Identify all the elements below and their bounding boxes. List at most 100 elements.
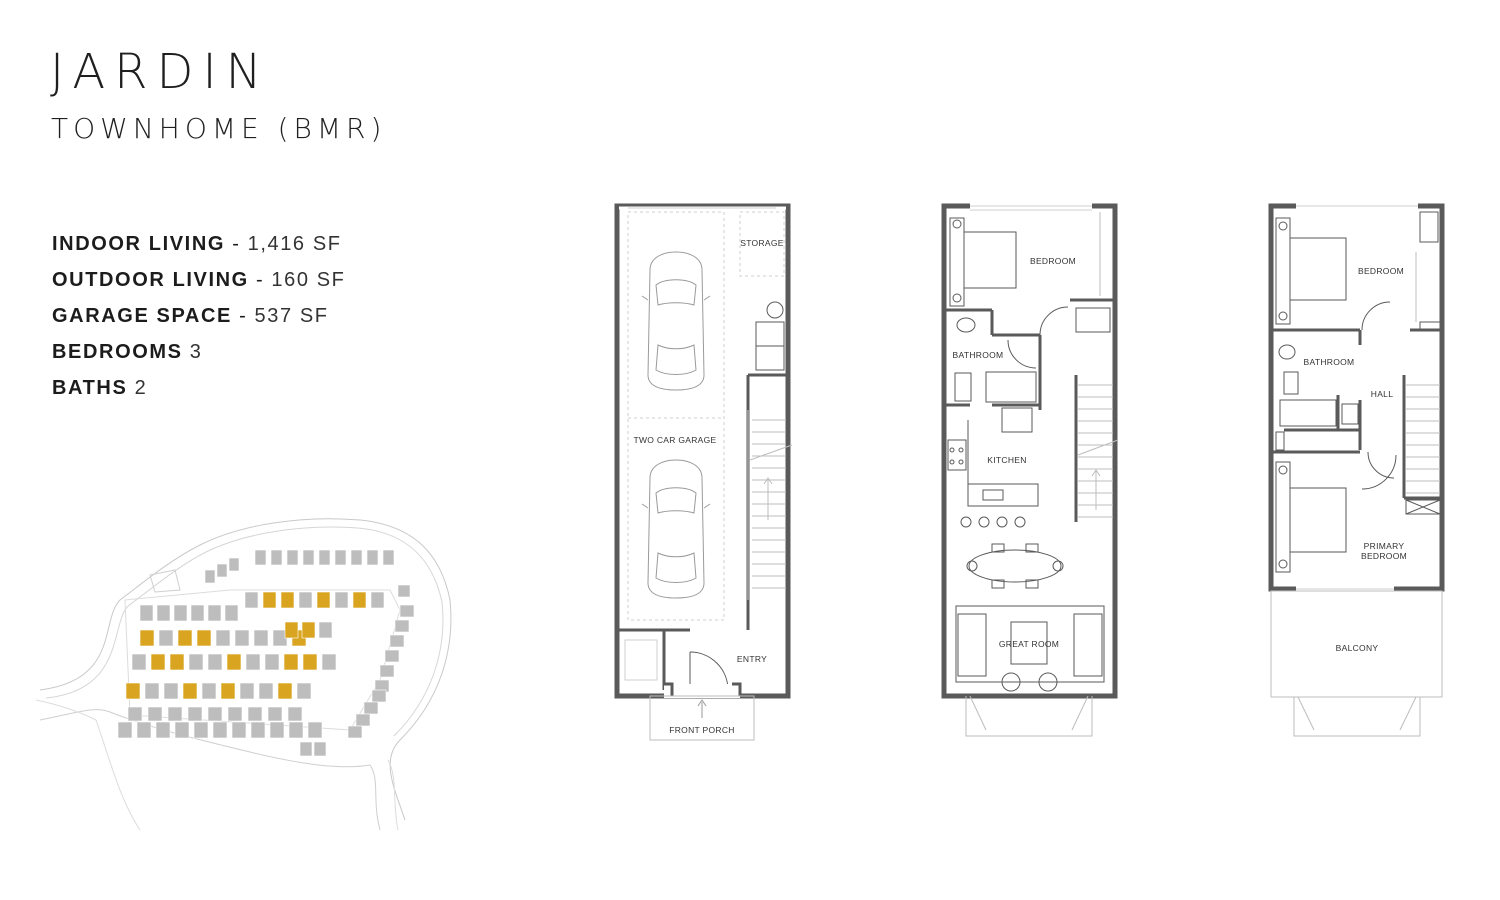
site-unit [245, 653, 261, 671]
site-unit [158, 629, 174, 647]
site-unit [370, 591, 385, 609]
site-unit [226, 653, 242, 671]
site-unit [139, 629, 155, 647]
third-floor-plan [1268, 203, 1445, 737]
room-label-hall: HALL [1371, 389, 1393, 399]
site-unit [173, 604, 188, 622]
spec-value: 2 [134, 377, 148, 399]
spec-value: 537 SF [254, 305, 329, 327]
site-unit [216, 563, 228, 578]
site-unit [127, 706, 143, 722]
car-icon [641, 459, 711, 599]
site-unit [347, 725, 363, 739]
page-title: JARDIN [50, 44, 271, 100]
site-unit [131, 653, 147, 671]
site-unit [250, 721, 266, 739]
site-unit [155, 721, 171, 739]
spec-value: 1,416 SF [247, 233, 342, 255]
site-unit [262, 591, 277, 609]
spec-indoor-living: INDOOR LIVING - 1,416 SF [52, 233, 342, 255]
site-unit [239, 682, 255, 700]
car-icon [641, 251, 711, 391]
site-unit [321, 653, 337, 671]
site-unit [125, 682, 141, 700]
site-unit [231, 721, 247, 739]
spec-label: GARAGE SPACE [52, 305, 232, 327]
site-unit [302, 549, 315, 566]
site-unit [156, 604, 171, 622]
site-unit [307, 721, 323, 739]
site-unit [150, 653, 166, 671]
site-unit [212, 721, 228, 739]
spec-bedrooms: BEDROOMS 3 [52, 338, 346, 374]
page-subtitle: TOWNHOME (BMR) [51, 112, 387, 145]
site-unit [371, 689, 387, 703]
site-unit [288, 721, 304, 739]
room-label-bathroom: BATHROOM [1304, 357, 1355, 367]
spec-label: BEDROOMS [52, 341, 183, 363]
site-unit [384, 649, 400, 663]
site-unit [258, 682, 274, 700]
site-unit [117, 721, 133, 739]
site-unit [247, 706, 263, 722]
site-unit [215, 629, 231, 647]
site-unit [287, 706, 303, 722]
site-unit [174, 721, 190, 739]
spec-label: BATHS [52, 377, 128, 399]
site-unit [301, 621, 316, 639]
room-label-balcony: BALCONY [1336, 643, 1379, 653]
site-unit [299, 741, 313, 757]
site-units [117, 549, 415, 757]
room-label-garage: TWO CAR GARAGE [633, 435, 716, 445]
site-unit [228, 557, 240, 572]
site-unit [318, 621, 333, 639]
first-floor-plan [614, 203, 793, 741]
site-unit [269, 721, 285, 739]
spec-label: OUTDOOR LIVING [52, 269, 249, 291]
site-unit [318, 549, 331, 566]
site-unit [350, 549, 363, 566]
site-unit [334, 591, 349, 609]
site-unit [253, 629, 269, 647]
site-unit [363, 701, 379, 715]
spec-baths: BATHS 2 [52, 374, 346, 410]
room-label-kitchen: KITCHEN [987, 455, 1026, 465]
site-unit [207, 653, 223, 671]
site-unit [302, 653, 318, 671]
room-label-front-porch: FRONT PORCH [669, 725, 734, 735]
spec-value: 160 SF [271, 269, 346, 291]
site-unit [366, 549, 379, 566]
room-label-great-room: GREAT ROOM [999, 639, 1059, 649]
site-unit [136, 721, 152, 739]
site-unit [167, 706, 183, 722]
site-unit [355, 713, 371, 727]
room-label-entry: ENTRY [737, 654, 767, 664]
site-unit [244, 591, 259, 609]
site-unit [389, 634, 405, 648]
site-unit [196, 629, 212, 647]
site-unit [190, 604, 205, 622]
site-unit [394, 619, 410, 633]
site-unit [234, 629, 250, 647]
site-unit [227, 706, 243, 722]
spec-garage-space: GARAGE SPACE - 537 SF [52, 305, 329, 327]
room-label-bedroom: BEDROOM [1358, 266, 1404, 276]
site-unit [188, 653, 204, 671]
spec-label: INDOOR LIVING [52, 233, 226, 255]
site-unit [224, 604, 239, 622]
room-label-primary-bedroom: PRIMARY [1364, 541, 1405, 551]
site-unit [264, 653, 280, 671]
site-unit [144, 682, 160, 700]
site-unit [270, 549, 283, 566]
site-unit [352, 591, 367, 609]
site-unit [163, 682, 179, 700]
site-unit [207, 604, 222, 622]
site-unit [187, 706, 203, 722]
site-unit [313, 741, 327, 757]
site-unit [207, 706, 223, 722]
site-unit [254, 549, 267, 566]
site-unit [382, 549, 395, 566]
site-unit [399, 604, 415, 618]
second-floor-plan [941, 203, 1119, 737]
